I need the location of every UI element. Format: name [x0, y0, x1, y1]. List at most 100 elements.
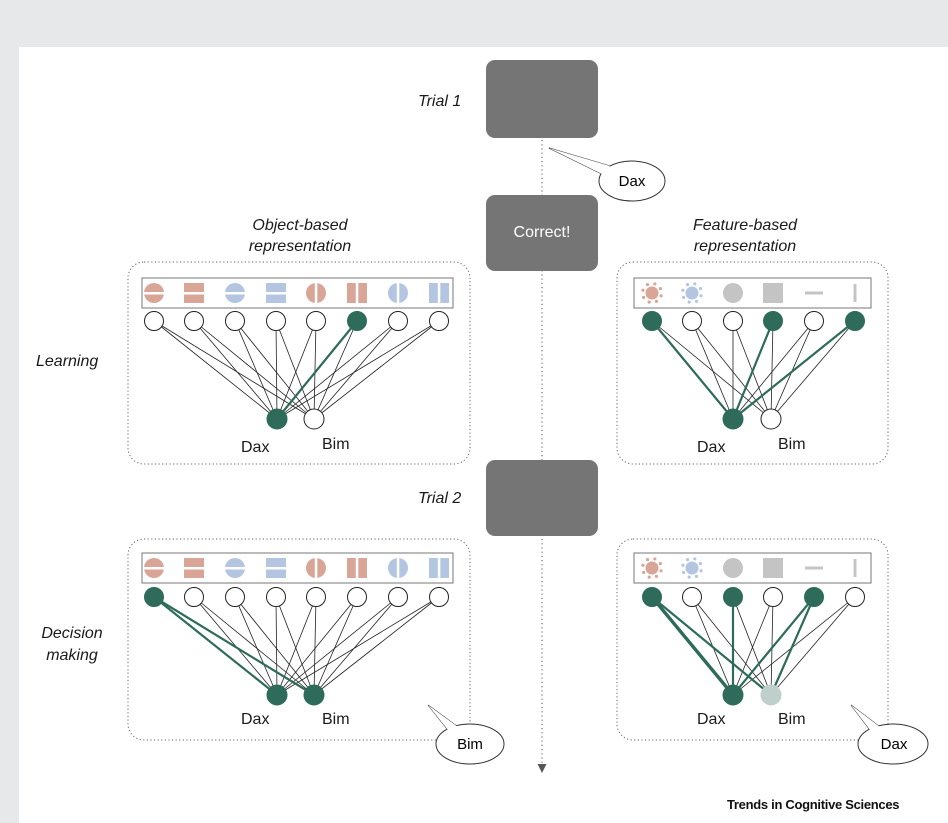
- splat-drop: [687, 575, 691, 579]
- trial1-label: Trial 1: [418, 93, 462, 110]
- node-label-bim: Bim: [322, 436, 350, 453]
- input-node: [682, 587, 702, 607]
- splat-drop: [681, 570, 686, 575]
- network-edge-strong: [651, 320, 734, 420]
- network-group-box: [127, 538, 471, 741]
- splat-drop: [685, 282, 690, 287]
- network-edge: [770, 596, 856, 696]
- trial1-stimulus-card: [486, 60, 598, 138]
- speech-bubble-tail-fill: [428, 705, 458, 730]
- splat-drop: [647, 300, 651, 304]
- icon-gap: [144, 292, 164, 295]
- horizontal-bar-icon: [805, 566, 823, 570]
- circle-icon: [723, 283, 743, 303]
- splat-drop: [694, 299, 699, 304]
- input-node: [845, 311, 865, 331]
- splat-drop: [645, 557, 650, 562]
- network-edge-strong: [651, 596, 772, 696]
- splat-icon: [685, 561, 699, 575]
- network-edge: [276, 320, 440, 420]
- speech-bubble-trial1-text: Dax: [618, 173, 646, 190]
- input-node: [723, 311, 743, 331]
- icon-gap: [184, 292, 204, 295]
- output-node-bim: [760, 684, 782, 706]
- output-node-dax: [722, 684, 744, 706]
- network-edge: [275, 596, 315, 696]
- figure-panel: [19, 47, 948, 823]
- splat-drop: [641, 288, 645, 292]
- network-edge-strong: [732, 320, 856, 420]
- icon-gap: [314, 558, 318, 578]
- trial2-label: Trial 2: [418, 490, 462, 507]
- network-edge-strong: [153, 596, 315, 696]
- speech-bubble-tail-fill: [851, 705, 880, 730]
- network-edge: [732, 596, 856, 696]
- input-node: [429, 311, 449, 331]
- node-label-bim: Bim: [778, 711, 806, 728]
- network-group-box: [127, 261, 471, 465]
- output-node-bim: [303, 408, 325, 430]
- network-edge: [313, 320, 317, 420]
- square-icon: [763, 558, 783, 578]
- network-edge: [313, 596, 358, 696]
- output-node-bim: [303, 684, 325, 706]
- speech-bubble-feature-text: Dax: [880, 736, 908, 753]
- input-node: [347, 587, 367, 607]
- network-edge-strong: [769, 596, 816, 696]
- network-edge: [153, 320, 315, 420]
- splat-drop: [698, 286, 703, 291]
- network-edge-strong: [650, 595, 735, 697]
- circle-icon: [723, 558, 743, 578]
- horizontal-bar-icon: [805, 291, 823, 295]
- network-edge: [275, 320, 315, 420]
- splat-drop: [699, 569, 703, 573]
- feedback-card: Correct!: [486, 195, 598, 271]
- network-edge: [651, 320, 772, 420]
- network-edge: [234, 596, 315, 696]
- vertical-bar-icon: [853, 284, 857, 302]
- network-edge: [313, 596, 440, 696]
- splat-drop: [699, 294, 703, 298]
- output-node-dax: [266, 408, 288, 430]
- network-edge: [732, 596, 774, 696]
- splat-icon: [685, 286, 699, 300]
- network-edge: [313, 596, 317, 696]
- network-edge: [193, 596, 315, 696]
- splat-drop: [681, 563, 685, 567]
- learning-label: Learning: [36, 353, 99, 370]
- splat-drop: [645, 282, 650, 287]
- speech-bubble: [435, 723, 505, 765]
- input-node: [144, 587, 164, 607]
- network-edge: [234, 320, 278, 420]
- icon-gap: [225, 292, 245, 295]
- splat-drop: [658, 561, 663, 566]
- network-edge: [313, 320, 440, 420]
- network-edge: [691, 320, 734, 420]
- speech-bubble-tail-fill: [549, 148, 610, 175]
- splat-icon: [645, 561, 659, 575]
- input-node: [184, 587, 204, 607]
- input-node: [225, 587, 245, 607]
- input-node: [763, 587, 783, 607]
- speech-bubble: [598, 160, 666, 202]
- network-edge: [276, 596, 358, 696]
- input-node: [306, 311, 326, 331]
- journal-credit: Trends in Cognitive Sciences: [727, 797, 900, 812]
- icon-gap: [266, 567, 286, 570]
- splat-drop: [687, 300, 691, 304]
- splat-drop: [653, 557, 657, 561]
- speech-bubble: [857, 723, 929, 765]
- icon-gap: [437, 283, 441, 303]
- splat-drop: [659, 569, 663, 573]
- network-edge: [275, 320, 278, 420]
- output-node-dax: [722, 408, 744, 430]
- network-edge: [313, 320, 358, 420]
- node-label-dax: Dax: [241, 711, 270, 728]
- splat-drop: [698, 561, 703, 566]
- network-edge: [691, 320, 772, 420]
- network-edge: [770, 320, 856, 420]
- icon-gap: [355, 283, 359, 303]
- trial2-stimulus-card: [486, 460, 598, 536]
- splat-drop: [659, 294, 663, 298]
